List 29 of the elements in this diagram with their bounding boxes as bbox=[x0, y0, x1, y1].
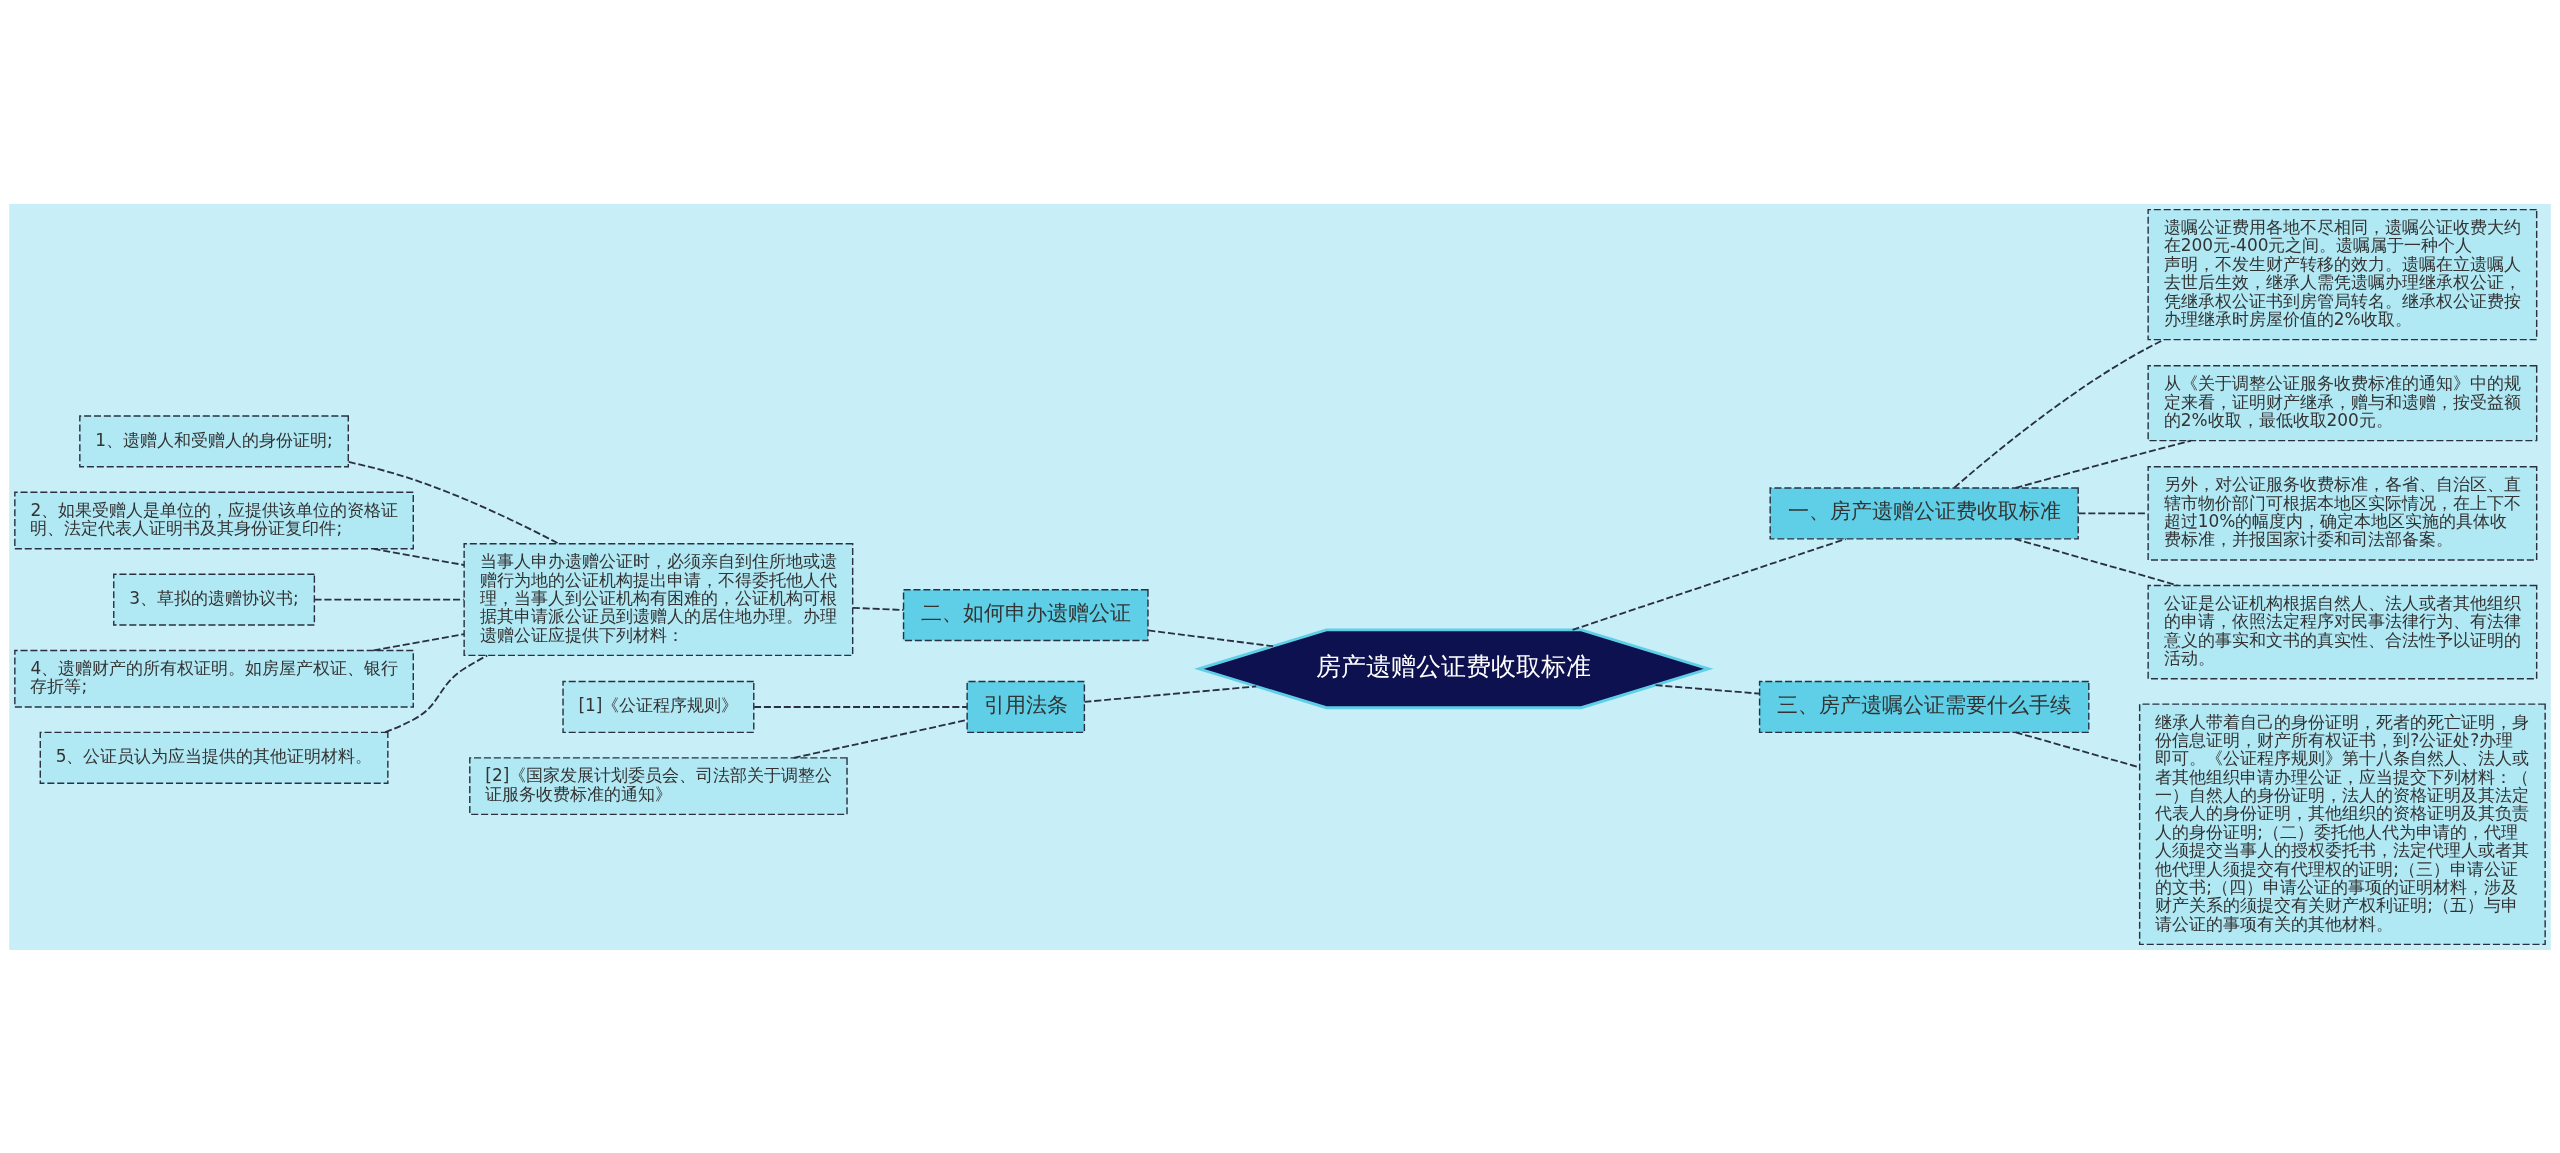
connector bbox=[372, 547, 466, 566]
connector bbox=[1147, 629, 1274, 647]
connector bbox=[753, 705, 968, 708]
connector bbox=[1083, 685, 1258, 703]
node-box: 5、公证员认为应当提供的其他证明材料。 bbox=[39, 731, 389, 784]
node-box: 当事人申办遗赠公证时，必须亲自到住所地或遗赠行为地的公证机构提出申请，不得委托他人代理，当事人到公证机构有困难的，公证机构可根据其申请派公证员到遗赠人的居住地办理。办理遗赠公证应提供下列材料： bbox=[463, 542, 854, 656]
connector bbox=[372, 632, 466, 651]
node-box: 引用法条 bbox=[966, 680, 1086, 733]
node-box: 1、遗赠人和受赠人的身份证明; bbox=[79, 414, 349, 467]
node-box: 遗嘱公证费用各地不尽相同，遗嘱公证收费大约在200元-400元之间。遗嘱属于一种个人声明，不发生财产转移的效力。遗嘱在立遗嘱人去世后生效，继承人需凭遗嘱办理继承权公证，凭继承权公证书到房管局转名。继承权公证费按办理继承时房屋价值的2%收取。 bbox=[2147, 208, 2538, 340]
node-box: 从《关于调整公证服务收费标准的通知》中的规定来看，证明财产继承，赠与和遗赠，按受益额的2%收取，最低收取200元。 bbox=[2147, 364, 2538, 441]
connector bbox=[1654, 683, 1761, 695]
node-box: 3、草拟的遗赠协议书; bbox=[113, 572, 316, 626]
node-box: [2]《国家发展计划委员会、司法部关于调整公证服务收费标准的通知》 bbox=[469, 756, 848, 815]
connector bbox=[313, 598, 465, 601]
connector bbox=[384, 654, 489, 733]
node-box: [1]《公证程序规则》 bbox=[562, 680, 755, 733]
node-box: 一、房产遗赠公证费收取标准 bbox=[1769, 486, 2079, 540]
node-box: 4、遗赠财产的所有权证明。如房屋产权证、银行存折等; bbox=[14, 649, 414, 708]
connector bbox=[792, 718, 968, 759]
node-box: 三、房产遗嘱公证需要什么手续 bbox=[1758, 680, 2090, 733]
node-box: 继承人带着自己的身份证明，死者的死亡证明，身份信息证明，财产所有权证书，到?公证处?办理即可。《公证程序规则》第十八条自然人、法人或者其他组织申请办理公证，应当提交下列材料：（一）自然人的身份证明，法人的资格证明及其法定代表人的身份证明，其他组织的资格证明及其负责人的身份证明;（二）委托他人代为申请的，代理人须提交当事人的授权委托书，法定代理人或者其他代理人须提交有代理权的证明;（三）申请公证的文书;（四）申请公证的事项的证明材料，涉及财产关系的须提交有关财产权利证明;（五）与申请公证的事项有关的其他材料。 bbox=[2138, 702, 2546, 945]
node-box: 另外，对公证服务收费标准，各省、自治区、直辖市物价部门可根据本地区实际情况，在上下不超过10%的幅度内，确定本地区实施的具体收费标准，并报国家计委和司法部备案。 bbox=[2147, 465, 2538, 561]
connector bbox=[851, 606, 905, 611]
node-box: 2、如果受赠人是单位的，应提供该单位的资格证明、法定代表人证明书及其身份证复印件; bbox=[14, 491, 414, 549]
node-box: 二、如何申办遗赠公证 bbox=[902, 588, 1149, 641]
connector bbox=[347, 460, 560, 545]
node-box: 公证是公证机构根据自然人、法人或者其他组织的申请，依照法定程序对民事法律行为、有法律意义的事实和文书的真实性、合法性予以证明的活动。 bbox=[2147, 584, 2538, 679]
connector bbox=[1571, 537, 1847, 631]
